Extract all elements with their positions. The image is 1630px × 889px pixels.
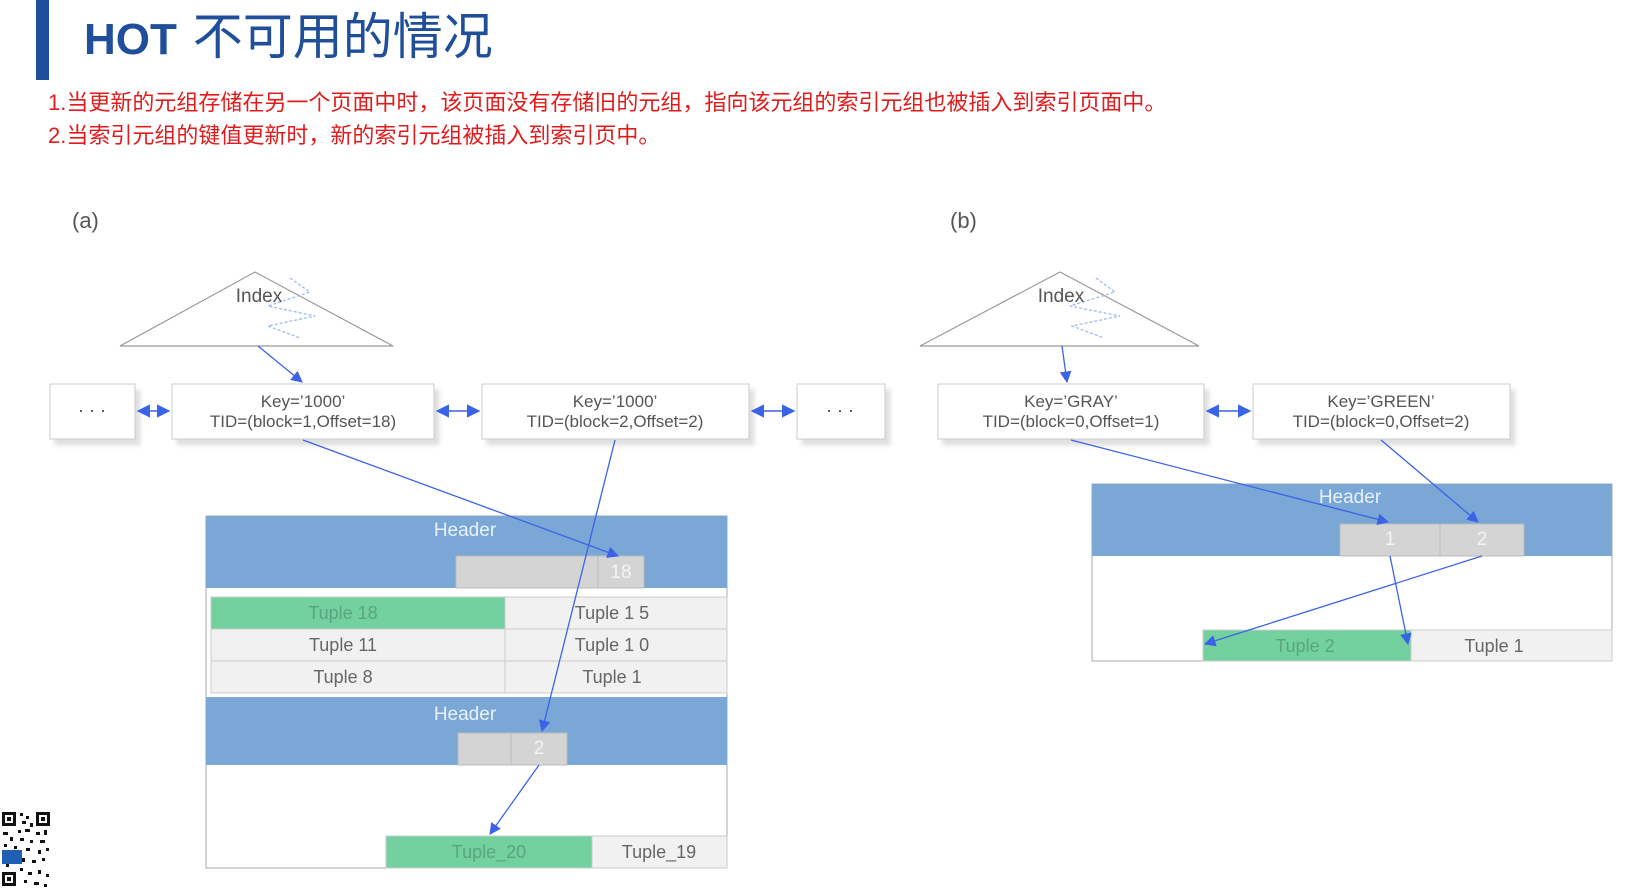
arrow-index-to-entry-a	[257, 345, 303, 383]
index-zigzag-b	[1069, 277, 1121, 339]
title-prefix: HOT	[84, 15, 177, 64]
tuple-11-label: Tuple 11	[309, 635, 377, 655]
tuple-1-label-a: Tuple 1	[582, 667, 641, 687]
page-header-label-b: Header	[1319, 487, 1382, 508]
page2-header-label-a: Header	[434, 704, 497, 725]
tuple-15-cell	[504, 596, 728, 630]
line-pointer-empty-a2	[457, 732, 512, 766]
index-entry-b1-key: Key=’GRAY’	[1024, 392, 1118, 411]
index-entry-a2	[481, 383, 750, 440]
arrow-entry-b1-to-pointer-1	[1070, 439, 1390, 526]
title-accent-bar	[36, 0, 49, 80]
line-pointer-1-label-b: 1	[1385, 529, 1396, 550]
tuple-2-cell-b	[1202, 629, 1412, 662]
line-pointer-2-label-b: 2	[1477, 529, 1488, 550]
ellipsis-right: · · ·	[826, 400, 854, 420]
diagram-a: (a) Index · · · Key=’1000’ TID=(block=1,…	[49, 208, 886, 869]
note-2-number: 2.	[48, 123, 67, 148]
tuple-11-cell	[210, 628, 506, 662]
diagram-b: (b) Index Key=’GRAY’ TID=(block=0,Offset…	[919, 208, 1613, 662]
line-pointer-2-label-a: 2	[534, 738, 545, 759]
tuple-18-cell	[210, 596, 506, 630]
index-entry-b1	[937, 383, 1205, 440]
ellipsis-box-right	[796, 383, 886, 440]
index-label-a: Index	[236, 286, 283, 307]
index-triangle-a	[119, 271, 394, 347]
page1-header-label-a: Header	[434, 520, 497, 541]
index-triangle-b	[919, 271, 1200, 347]
index-label-b: Index	[1038, 286, 1085, 307]
tuple-8-cell	[210, 660, 506, 694]
index-entry-b2	[1252, 383, 1511, 440]
note-2-text: 当索引元组的键值更新时，新的索引元组被插入到索引页中。	[66, 124, 661, 149]
arrow-pointer-2-to-tuple-20	[489, 764, 540, 835]
line-pointer-empty-a	[455, 555, 599, 589]
ellipsis-left: · · ·	[78, 400, 106, 420]
arrow-pointer-2-to-tuple-2	[1203, 555, 1483, 647]
ellipsis-box-left	[49, 383, 136, 440]
line-pointer-18-label: 18	[610, 562, 631, 583]
tuple-19-label: Tuple_19	[622, 842, 696, 863]
diagram-a-label: (a)	[72, 208, 99, 233]
tuple-20-cell	[385, 835, 593, 869]
index-entry-a1	[171, 383, 435, 440]
tuple-20-label: Tuple_20	[452, 842, 526, 863]
tuple-10-cell	[504, 628, 728, 662]
line-pointer-18	[597, 555, 645, 589]
arrow-entry-b2-to-pointer-2	[1380, 439, 1479, 523]
arrow-index-to-entry-b	[1059, 345, 1072, 384]
tuple-10-label: Tuple 1 0	[575, 635, 649, 655]
note-2: 2.当索引元组的键值更新时，新的索引元组被插入到索引页中。	[48, 121, 660, 152]
index-zigzag-a	[265, 277, 316, 339]
diagram-b-label: (b)	[950, 208, 977, 233]
tuple-8-label: Tuple 8	[313, 667, 372, 687]
tuple-1-cell-a	[504, 660, 728, 694]
index-entry-a1-tid: TID=(block=1,Offset=18)	[210, 412, 396, 431]
line-pointer-2-b	[1439, 523, 1525, 557]
tuple-18-label: Tuple 18	[308, 603, 377, 623]
index-entry-a2-key: Key=’1000’	[573, 392, 658, 411]
note-1-number: 1.	[48, 90, 67, 115]
index-entry-b2-key: Key=’GREEN’	[1327, 392, 1434, 411]
tuple-1-cell-b	[1410, 629, 1613, 662]
arrow-entry-a2-to-pointer-2	[538, 439, 616, 733]
index-entry-b2-tid: TID=(block=0,Offset=2)	[1293, 412, 1470, 431]
tuple-15-label: Tuple 1 5	[575, 603, 649, 623]
qr-code-icon	[0, 810, 52, 889]
page-title: HOT 不可用的情况	[84, 2, 493, 75]
line-pointer-1-b	[1339, 523, 1441, 557]
tuple-1-label-b: Tuple 1	[1464, 636, 1523, 656]
index-entry-a2-tid: TID=(block=2,Offset=2)	[527, 412, 704, 431]
arrow-entry-a1-to-pointer-18	[302, 439, 620, 558]
index-entry-a1-key: Key=’1000’	[261, 392, 346, 411]
arrow-pointer-1-to-tuple-1	[1389, 555, 1412, 646]
index-entry-b1-tid: TID=(block=0,Offset=1)	[983, 412, 1160, 431]
tuple-19-cell	[591, 835, 728, 869]
title-rest: 不可用的情况	[176, 8, 493, 66]
note-1-text: 当更新的元组存储在另一个页面中时，该页面没有存储旧的元组，指向该元组的索引元组也…	[66, 91, 1167, 116]
tuple-2-label-b: Tuple 2	[1275, 636, 1334, 656]
note-1: 1.当更新的元组存储在另一个页面中时，该页面没有存储旧的元组，指向该元组的索引元…	[48, 88, 1166, 119]
line-pointer-2-a	[510, 732, 568, 766]
